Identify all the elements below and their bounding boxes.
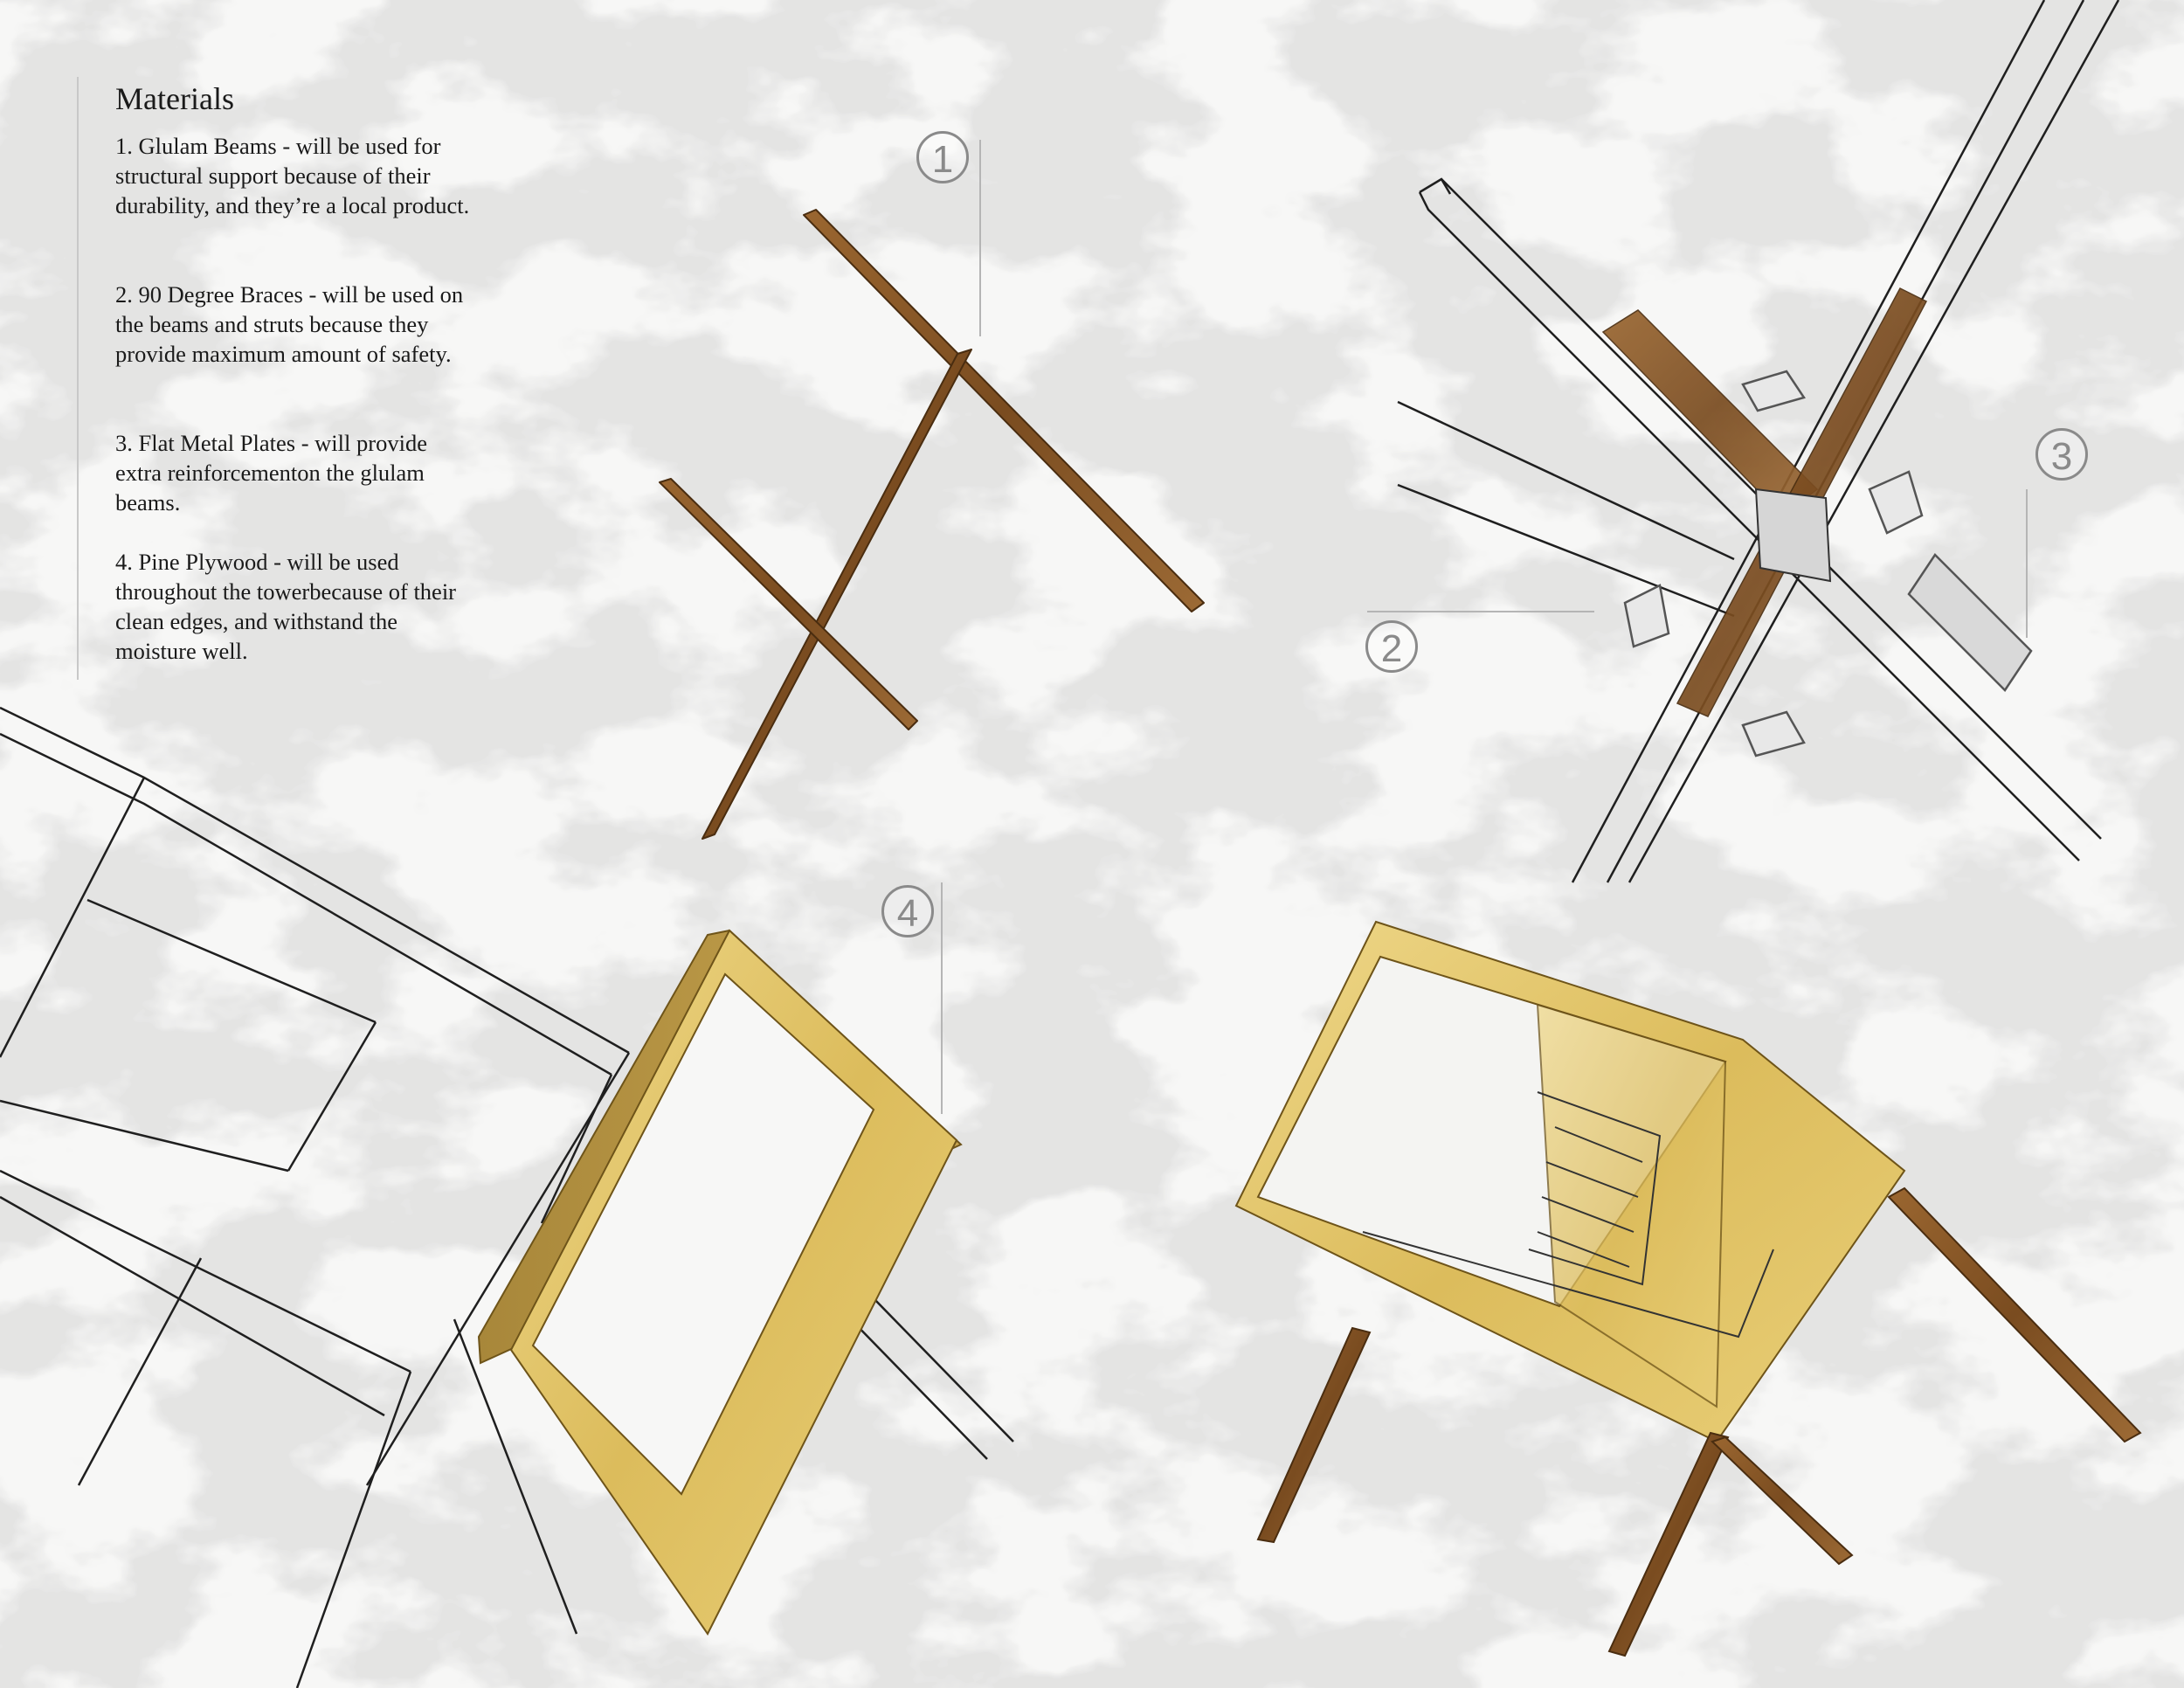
tower-cabin-drawing [1234, 920, 1906, 1443]
material-item-pine-plywood: 4. Pine Plywood - will be used throughou… [115, 549, 457, 664]
leader-lines [941, 140, 2028, 1114]
flat-metal-plate-icon [1907, 553, 2033, 692]
flat-metal-plate-at-joint [1754, 488, 1832, 583]
90-degree-brace-icon [1623, 370, 1924, 758]
tower-stairs-lines [1362, 1091, 1774, 1339]
callout-1: 1 [916, 131, 969, 183]
tower-legs [1256, 1186, 2142, 1657]
glulam-beam-assembly-drawing [659, 209, 1205, 840]
material-item-90-degree-braces: 2. 90 Degree Braces - will be used on th… [115, 281, 464, 367]
material-item-glulam-beams: 1. Glulam Beams - will be used for struc… [115, 133, 470, 218]
material-item-flat-metal-plates: 3. Flat Metal Plates - will provide extr… [115, 430, 427, 515]
pine-plywood-frame-drawing [477, 929, 963, 1636]
cross-beam-joint-drawing [1397, 0, 2120, 883]
materials-panel: Materials 1. Glulam Beams - will be used… [77, 77, 489, 680]
callout-2: 2 [1365, 620, 1418, 673]
materials-title: Materials [115, 81, 234, 116]
callout-3: 3 [2035, 428, 2088, 481]
callout-4: 4 [881, 885, 934, 937]
